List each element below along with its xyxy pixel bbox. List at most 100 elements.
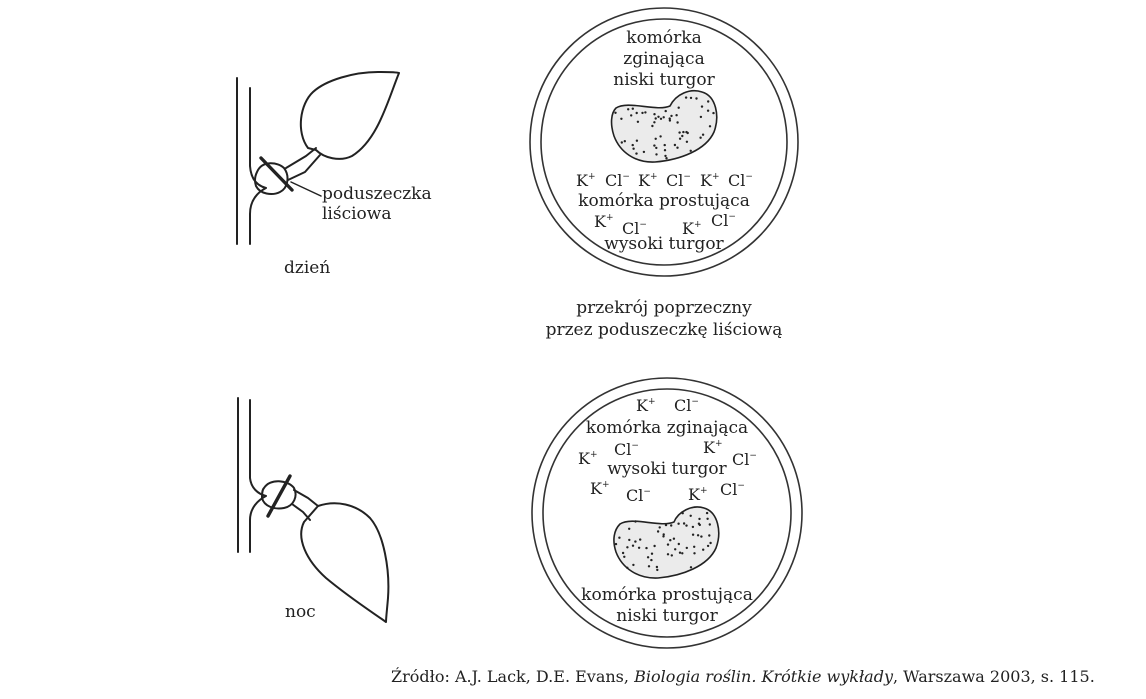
ion-chloride: Cl− [666,171,691,190]
stipple-dot [685,140,689,143]
ion-potassium: K+ [590,479,610,498]
stipple-dot [620,141,623,144]
stipple-dot [696,534,700,537]
stipple-dot [666,553,670,556]
day-bottom-cell-line2: wysoki turgor [604,234,724,254]
stipple-dot [653,544,656,548]
stipple-dot [682,130,685,134]
ion-potassium: K+ [688,485,708,504]
stipple-dot [693,552,696,555]
stipple-dot [623,555,626,558]
stipple-dot [699,115,703,119]
stipple-dot [678,131,681,134]
day-cut-line [259,156,294,192]
stipple-dot [618,536,621,539]
stipple-dot [670,554,673,557]
stipple-dot [675,114,678,117]
stipple-dot [689,514,692,517]
stipple-dot [706,109,710,112]
stipple-dot [681,512,684,515]
stipple-dot [668,117,671,120]
ion-chloride: Cl− [614,440,639,459]
day-petiole-outline [285,147,321,181]
night-section-outer-ring [531,377,803,649]
day-label: dzień [284,258,331,278]
stipple-dot [647,565,651,568]
ion-potassium: K+ [636,396,656,415]
stipple-dot [659,135,662,138]
stipple-dot [639,538,642,541]
stipple-dot [650,558,653,562]
day-pulvinus-pointer [290,181,322,197]
pulvinus-label-line2: liściowa [322,204,392,224]
stipple-dot [631,107,634,110]
ion-chloride: Cl− [605,171,630,190]
ion-potassium: K+ [638,171,658,190]
stipple-dot [670,114,673,118]
stipple-dot [614,542,618,546]
stipple-dot [635,152,638,155]
stipple-dot [676,121,679,124]
stipple-dot [663,143,666,147]
night-cross-section [531,377,803,649]
stipple-dot [656,530,660,533]
stipple-dot [621,551,625,555]
stipple-dot [682,522,686,525]
stipple-dot [656,568,659,572]
ion-potassium: K+ [578,449,598,468]
day-section-outer-ring [529,7,799,277]
stipple-dot [706,517,709,520]
stipple-dot [636,120,640,124]
stipple-dot [674,548,677,551]
stipple-dot [627,108,630,111]
stipple-dot [659,117,663,121]
stipple-dot [708,534,711,537]
night-section-inner-ring [542,388,792,638]
night-bundle-dots [614,511,712,572]
stipple-dot [668,119,672,122]
stipple-dot [635,139,639,142]
night-cut-line [266,474,292,518]
ion-chloride: Cl− [622,219,647,238]
pulvinus-label-line1: poduszeczka [322,184,432,204]
stipple-dot [635,111,638,115]
stipple-dot [665,157,668,160]
night-leaf-blade [300,502,390,623]
day-stem-right-outline [249,87,267,245]
stipple-dot [700,535,703,538]
stipple-dot [634,520,637,523]
stipple-dot [672,537,676,540]
stipple-dot [698,523,701,527]
stipple-dot [677,522,680,525]
stipple-dot [623,140,626,143]
night-label: noc [285,602,316,622]
stipple-dot [708,125,712,128]
stipple-dot [628,538,631,542]
stipple-dot [614,111,617,115]
stipple-dot [657,115,660,119]
stipple-dot [655,565,659,569]
night-stem-right-outline [249,399,267,553]
stipple-dot [676,146,679,149]
day-bottom-cell-line1: komórka prostująca [578,191,750,211]
stipple-dot [695,97,698,100]
stipple-dot [653,113,656,116]
stipple-dot [631,544,635,547]
stipple-dot [689,149,692,152]
day-top-cell-line2: zginająca [623,49,705,69]
stipple-dot [631,143,634,147]
stipple-dot [677,106,680,109]
stipple-dot [709,541,712,545]
stipple-dot [655,153,658,156]
stipple-dot [685,524,688,527]
ion-potassium: K+ [703,438,723,457]
stipple-dot [628,527,631,530]
stipple-dot [673,143,677,147]
ion-chloride: Cl− [711,211,736,230]
night-vascular-bundle [613,506,720,579]
stipple-dot [701,133,705,136]
day-leaf-blade [299,71,400,160]
day-vascular-bundle [610,90,718,163]
stipple-dot [664,154,667,158]
